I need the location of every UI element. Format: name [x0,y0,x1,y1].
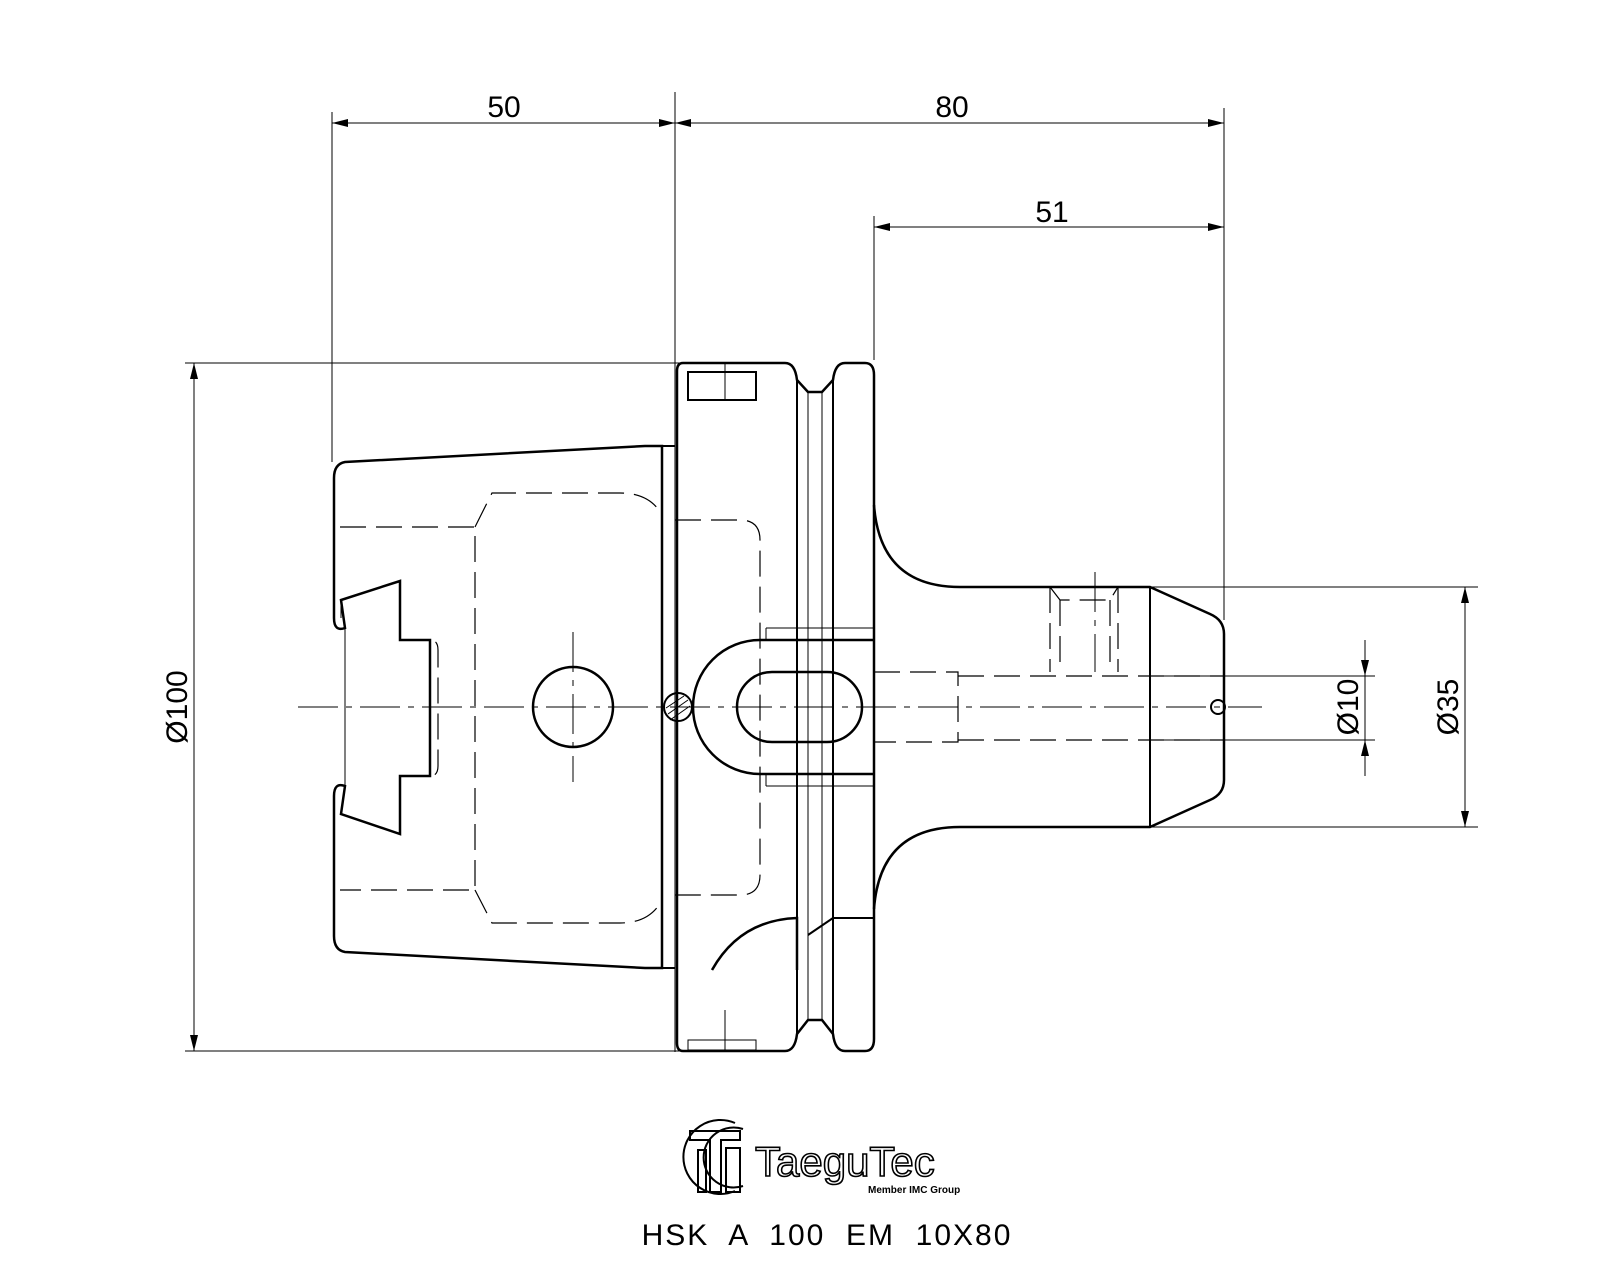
dim-top-right: 80 [935,91,968,124]
flange [663,361,876,1053]
hsk-taper-shank [332,444,675,970]
dim-dia-bore: Ø10 [1332,679,1365,736]
center-lines [298,363,1262,1051]
pin-hole [663,692,693,722]
cross-hole [531,665,615,749]
dim-top-left: 50 [487,91,520,124]
oblong-slot [735,670,864,744]
dim-dia-body: Ø100 [161,670,194,743]
dim-dia-nose: Ø35 [1432,679,1465,736]
brand-logo: TaeguTec Member IMC Group [682,1119,960,1196]
logo-mark-icon [682,1119,744,1195]
logo-brand: TaeguTec [755,1138,935,1185]
dimension-lines [185,92,1478,1052]
logo-tagline: Member IMC Group [868,1185,960,1196]
part-title: HSK A 100 EM 10X80 [642,1219,1013,1252]
shank-nose [872,504,1226,910]
dim-mid: 51 [1035,196,1068,229]
